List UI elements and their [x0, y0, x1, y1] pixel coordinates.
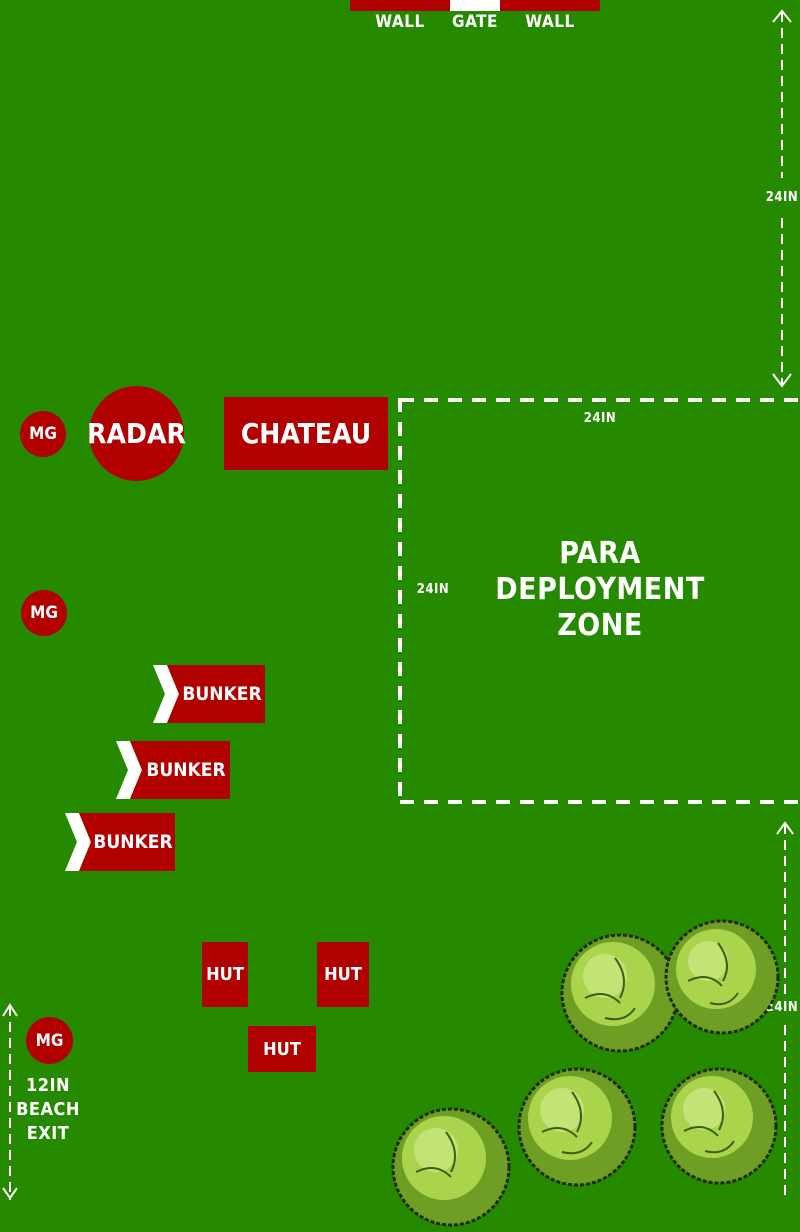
bunker-label: BUNKER [179, 665, 265, 723]
deploy-zone-title-line2: DEPLOYMENT [495, 572, 705, 607]
beach-exit-label: 12IN BEACH EXIT [16, 1075, 80, 1144]
deploy-zone-title-line3: ZONE [557, 608, 643, 643]
arrow-icon [776, 821, 794, 1200]
bunker-label: BUNKER [142, 741, 230, 799]
chevron-icon [116, 741, 142, 799]
deploy-zone-left-label: 24IN [416, 582, 450, 597]
bush-icon [560, 933, 680, 1053]
arrow-icon [772, 9, 792, 388]
mg-marker[interactable]: MG [21, 590, 67, 636]
deploy-zone-top-label: 24IN [583, 411, 617, 426]
chevron-icon [65, 813, 91, 871]
arrow-icon [2, 1003, 18, 1200]
chateau[interactable]: CHATEAU [224, 397, 388, 470]
radar[interactable]: RADAR [87, 386, 186, 481]
hut[interactable]: HUT [248, 1026, 316, 1072]
measure-bottom-right [770, 820, 800, 1200]
hut[interactable]: HUT [202, 942, 248, 1007]
mg-marker[interactable]: MG [26, 1017, 73, 1064]
deploy-zone-bottom [400, 800, 800, 804]
deploy-zone-left [398, 398, 402, 804]
wall-left-label: WALL [375, 12, 425, 32]
bush-icon [517, 1067, 637, 1187]
wall-right-label: WALL [525, 12, 575, 32]
bush-icon [664, 919, 780, 1035]
bush-icon [391, 1107, 511, 1227]
measure-beach-exit [0, 1002, 20, 1200]
deploy-zone-top [400, 398, 800, 402]
wall-left [350, 0, 450, 11]
hut[interactable]: HUT [317, 942, 369, 1007]
bunker[interactable]: BUNKER [116, 741, 230, 799]
measure-bottom-right-label: 24IN [765, 1000, 799, 1015]
gate [450, 0, 500, 11]
deploy-zone-title-line1: PARA [559, 536, 641, 571]
deploy-zone-title: PARA DEPLOYMENT ZONE [480, 536, 720, 644]
bush-icon [660, 1067, 778, 1185]
bunker[interactable]: BUNKER [153, 665, 265, 723]
wall-right [500, 0, 600, 11]
bunker-label: BUNKER [91, 813, 175, 871]
measure-top-right-label: 24IN [765, 190, 799, 205]
bunker[interactable]: BUNKER [65, 813, 175, 871]
gate-label: GATE [452, 12, 498, 32]
measure-top-right [764, 8, 800, 390]
mg-marker[interactable]: MG [20, 411, 66, 457]
chevron-icon [153, 665, 179, 723]
